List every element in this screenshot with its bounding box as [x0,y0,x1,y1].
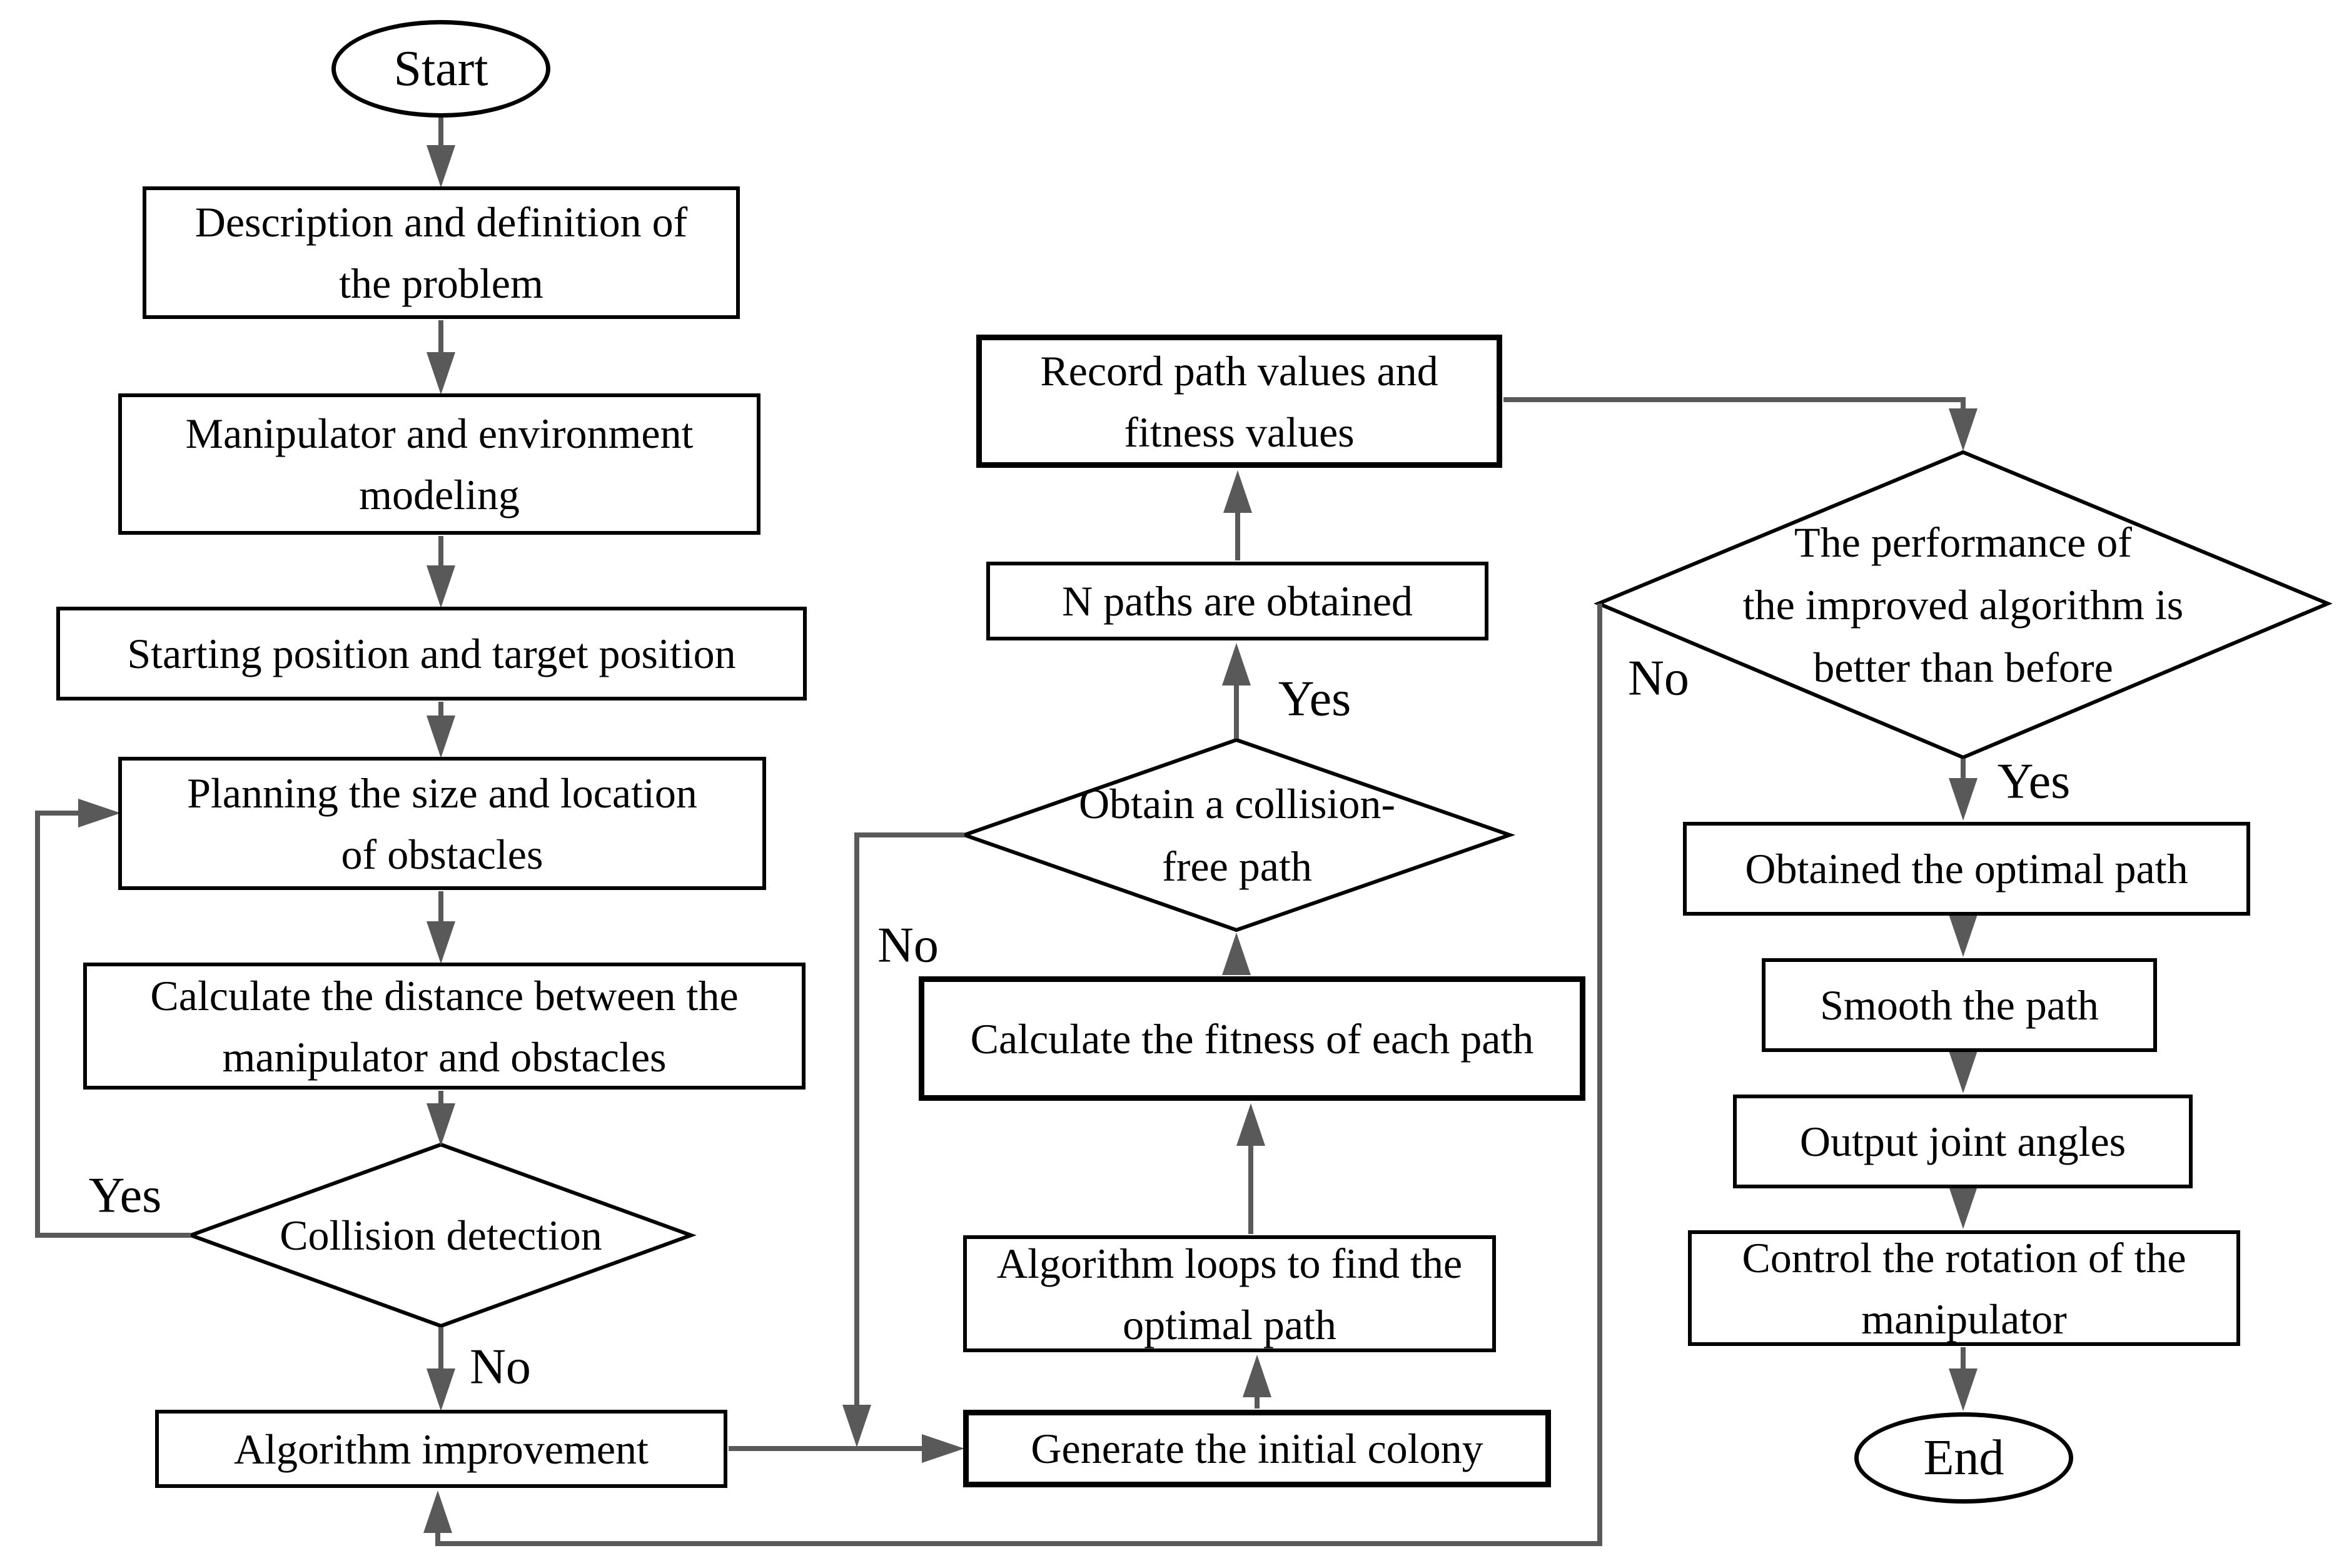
label-obtain-yes: Yes [1278,671,1351,728]
node-record-values: Record path values and fitness values [976,335,1502,468]
arrowhead-joints-to-control [1949,1186,1978,1229]
calc-distance-line2: manipulator and obstacles [222,1033,667,1081]
arrowhead-optimal-to-smooth [1949,914,1978,957]
calc-fitness-label: Calculate the fitness of each path [970,1014,1534,1063]
collision-detection-diamond [185,1142,697,1328]
collision-yes-text: Yes [88,1168,162,1223]
label-collision-yes: Yes [89,1168,161,1225]
arrowhead-obtain-no-to-generate [842,1405,871,1447]
obtained-optimal-path-label: Obtained the optimal path [1745,845,2188,893]
obtain-free-line1: Obtain a collision- [1078,780,1396,827]
obtain-yes-text: Yes [1278,671,1351,727]
label-performance-yes: Yes [1998,754,2070,811]
obtain-collision-free-label: Obtain a collision- free path [1079,772,1395,898]
node-algorithm-improvement: Algorithm improvement [155,1410,727,1488]
node-planning-obstacles: Planning the size and location of obstac… [118,757,766,890]
node-smooth-path: Smooth the path [1762,958,2157,1052]
n-paths-label: N paths are obtained [1062,577,1413,625]
calc-distance-line1: Calculate the distance between the [150,971,739,1019]
output-joint-angles-label: Output joint angles [1799,1118,2126,1165]
arrowhead-smooth-to-joints [1949,1051,1978,1093]
node-generate-colony: Generate the initial colony [963,1410,1551,1487]
performance-line3: better than before [1813,644,2113,691]
line-collision-yes-loop [35,811,191,1238]
line-record-to-performance [1503,397,1966,410]
label-collision-no: No [470,1339,531,1396]
collision-detection-label: Collision detection [280,1204,602,1267]
arrowhead-record-to-performance [1949,408,1978,451]
arrowhead-collision-no-to-algimprove [427,1368,455,1411]
control-rotation-line1: Control the rotation of the [1742,1233,2186,1282]
planning-line1: Planning the size and location [187,769,697,817]
arrowhead-performance-no-feedback [423,1490,452,1533]
performance-yes-text: Yes [1997,754,2071,809]
node-calc-distance: Calculate the distance between the manip… [83,963,806,1090]
arrowhead-performance-yes-to-optimal [1949,778,1978,821]
performance-line1: The performance of [1794,518,2132,566]
performance-no-text: No [1628,650,1689,706]
arrowhead-control-to-end [1949,1368,1978,1411]
line-obtain-no-to-generate [854,832,964,1405]
start-target-position-label: Starting position and target position [127,630,736,677]
arrowhead-collision-yes-loop [78,799,121,827]
arrowhead-generate-to-algloops [1243,1355,1271,1397]
end-label: End [1923,1430,2004,1485]
performance-line2: the improved algorithm is [1742,581,2184,629]
algorithm-improvement-label: Algorithm improvement [234,1425,649,1473]
node-modeling: Manipulator and environment modeling [118,393,760,535]
arrowhead-npaths-to-record [1223,470,1252,513]
modeling-line2: modeling [359,471,520,518]
arrowhead-calcdist-to-collision [427,1103,455,1146]
node-end: End [1854,1412,2073,1504]
description-line1: Description and definition of [194,198,688,246]
algorithm-loops-line2: optimal path [1123,1300,1336,1348]
node-output-joint-angles: Output joint angles [1733,1095,2193,1188]
arrowhead-calcfit-to-obtain [1222,933,1251,975]
arrowhead-description-to-modeling [427,352,455,395]
smooth-path-label: Smooth the path [1820,981,2099,1029]
start-label: Start [393,41,488,96]
performance-better-diamond [1594,450,2333,760]
node-start: Start [331,20,550,118]
arrowhead-planning-to-calcdist [427,921,455,964]
arrowhead-modeling-to-startpos [427,565,455,608]
label-performance-no: No [1628,650,1689,707]
modeling-line1: Manipulator and environment [185,410,694,457]
node-calc-fitness: Calculate the fitness of each path [919,976,1585,1101]
obtain-no-text: No [877,918,939,973]
node-n-paths: N paths are obtained [986,562,1488,640]
node-obtained-optimal-path: Obtained the optimal path [1683,822,2250,916]
generate-colony-label: Generate the initial colony [1031,1425,1483,1472]
arrowhead-algloops-to-calcfit [1236,1103,1265,1146]
algorithm-loops-line1: Algorithm loops to find the [996,1239,1463,1287]
description-line2: the problem [339,260,543,307]
arrowhead-algimprove-to-generate [922,1434,964,1463]
label-obtain-no: No [877,918,939,974]
obtain-collision-free-path-diamond [958,737,1516,933]
record-values-line2: fitness values [1124,408,1355,456]
arrowhead-startpos-to-planning [427,716,455,758]
node-description: Description and definition of the proble… [143,186,740,319]
arrowhead-start-to-description [427,145,455,188]
node-control-rotation: Control the rotation of the manipulator [1688,1230,2240,1346]
record-values-line1: Record path values and [1040,346,1438,395]
node-algorithm-loops: Algorithm loops to find the optimal path [963,1235,1496,1352]
arrowhead-obtain-yes-to-npaths [1222,643,1251,685]
collision-no-text: No [470,1339,531,1395]
control-rotation-line2: manipulator [1861,1295,2067,1343]
node-start-target-position: Starting position and target position [56,607,807,701]
obtain-free-line2: free path [1162,842,1312,890]
line-performance-no-feedback [435,604,1602,1546]
performance-better-label: The performance of the improved algorith… [1743,511,2183,699]
planning-line2: of obstacles [341,830,543,878]
collision-detection-text: Collision detection [280,1211,602,1259]
